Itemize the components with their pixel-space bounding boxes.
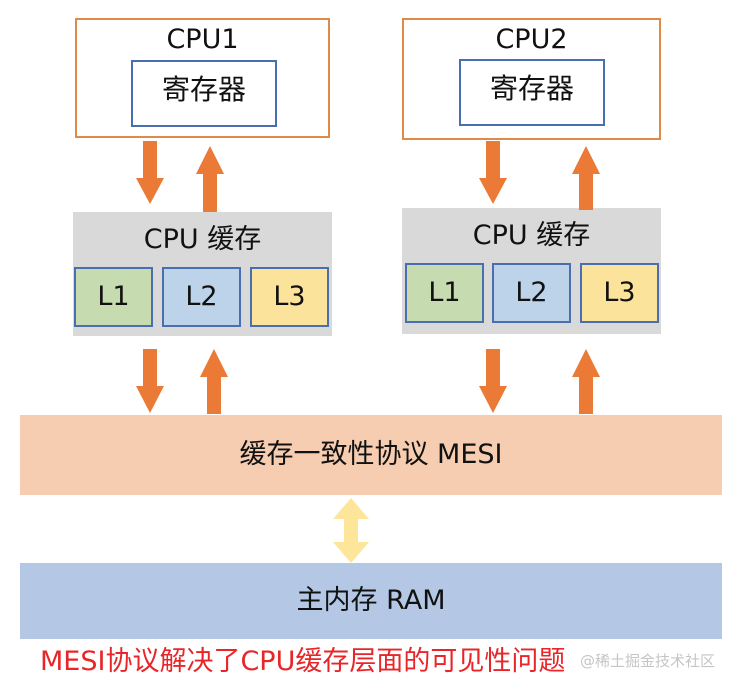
bidirectional-arrow-icon — [333, 498, 369, 563]
cpu2-cache-box: CPU 缓存 L1 L2 L3 — [402, 208, 661, 334]
up-arrow-icon — [572, 349, 600, 414]
cpu1-cache-box: CPU 缓存 L1 L2 L3 — [73, 212, 332, 336]
cpu1-cache-l3: L3 — [250, 267, 329, 327]
mesi-protocol-bar: 缓存一致性协议 MESI — [20, 415, 722, 495]
down-arrow-icon — [136, 349, 164, 413]
cpu2-cache-l2: L2 — [492, 263, 571, 323]
up-arrow-icon — [196, 146, 224, 212]
diagram-caption: MESI协议解决了CPU缓存层面的可见性问题 — [40, 646, 566, 677]
cpu2-register-box: 寄存器 — [459, 59, 605, 126]
up-arrow-icon — [572, 146, 600, 210]
cpu1-register-box: 寄存器 — [131, 60, 277, 127]
down-arrow-icon — [479, 349, 507, 413]
down-arrow-icon — [479, 141, 507, 204]
cpu1-cache-l2: L2 — [162, 267, 241, 327]
cpu2-cache-l3: L3 — [580, 263, 659, 323]
cpu1-cache-l1: L1 — [74, 267, 153, 327]
watermark-text: @稀土掘金技术社区 — [580, 652, 716, 670]
up-arrow-icon — [200, 349, 228, 414]
cpu1-cache-title: CPU 缓存 — [143, 224, 262, 255]
cpu2-cache-title: CPU 缓存 — [472, 220, 591, 251]
main-memory-bar: 主内存 RAM — [20, 563, 722, 639]
down-arrow-icon — [136, 141, 164, 204]
cpu2-box: CPU2 寄存器 — [402, 18, 661, 140]
cpu1-box: CPU1 寄存器 — [75, 18, 330, 138]
cpu2-cache-l1: L1 — [405, 263, 484, 323]
cpu2-title: CPU2 — [495, 24, 568, 55]
cpu1-title: CPU1 — [166, 24, 239, 55]
